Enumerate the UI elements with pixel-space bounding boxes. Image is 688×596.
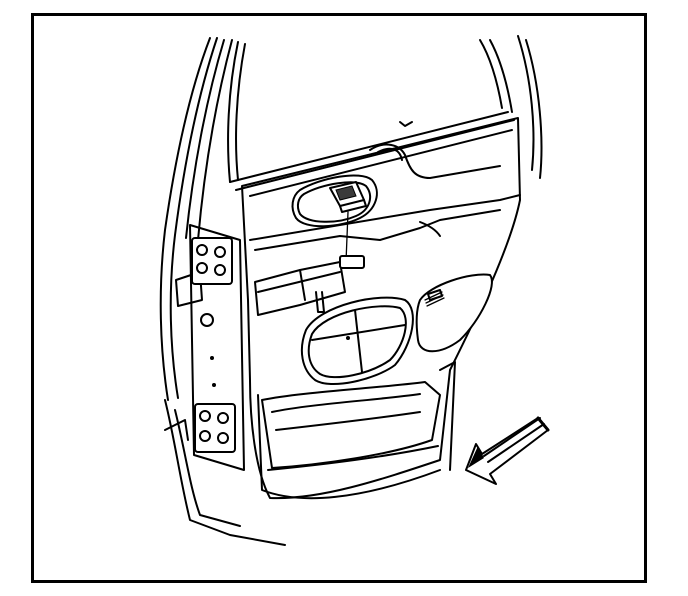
trim-panel — [241, 117, 521, 500]
door-frame — [159, 35, 543, 401]
hinge-pillar — [164, 224, 286, 546]
figure-frame — [31, 13, 647, 583]
direction-arrow-icon — [465, 416, 550, 485]
